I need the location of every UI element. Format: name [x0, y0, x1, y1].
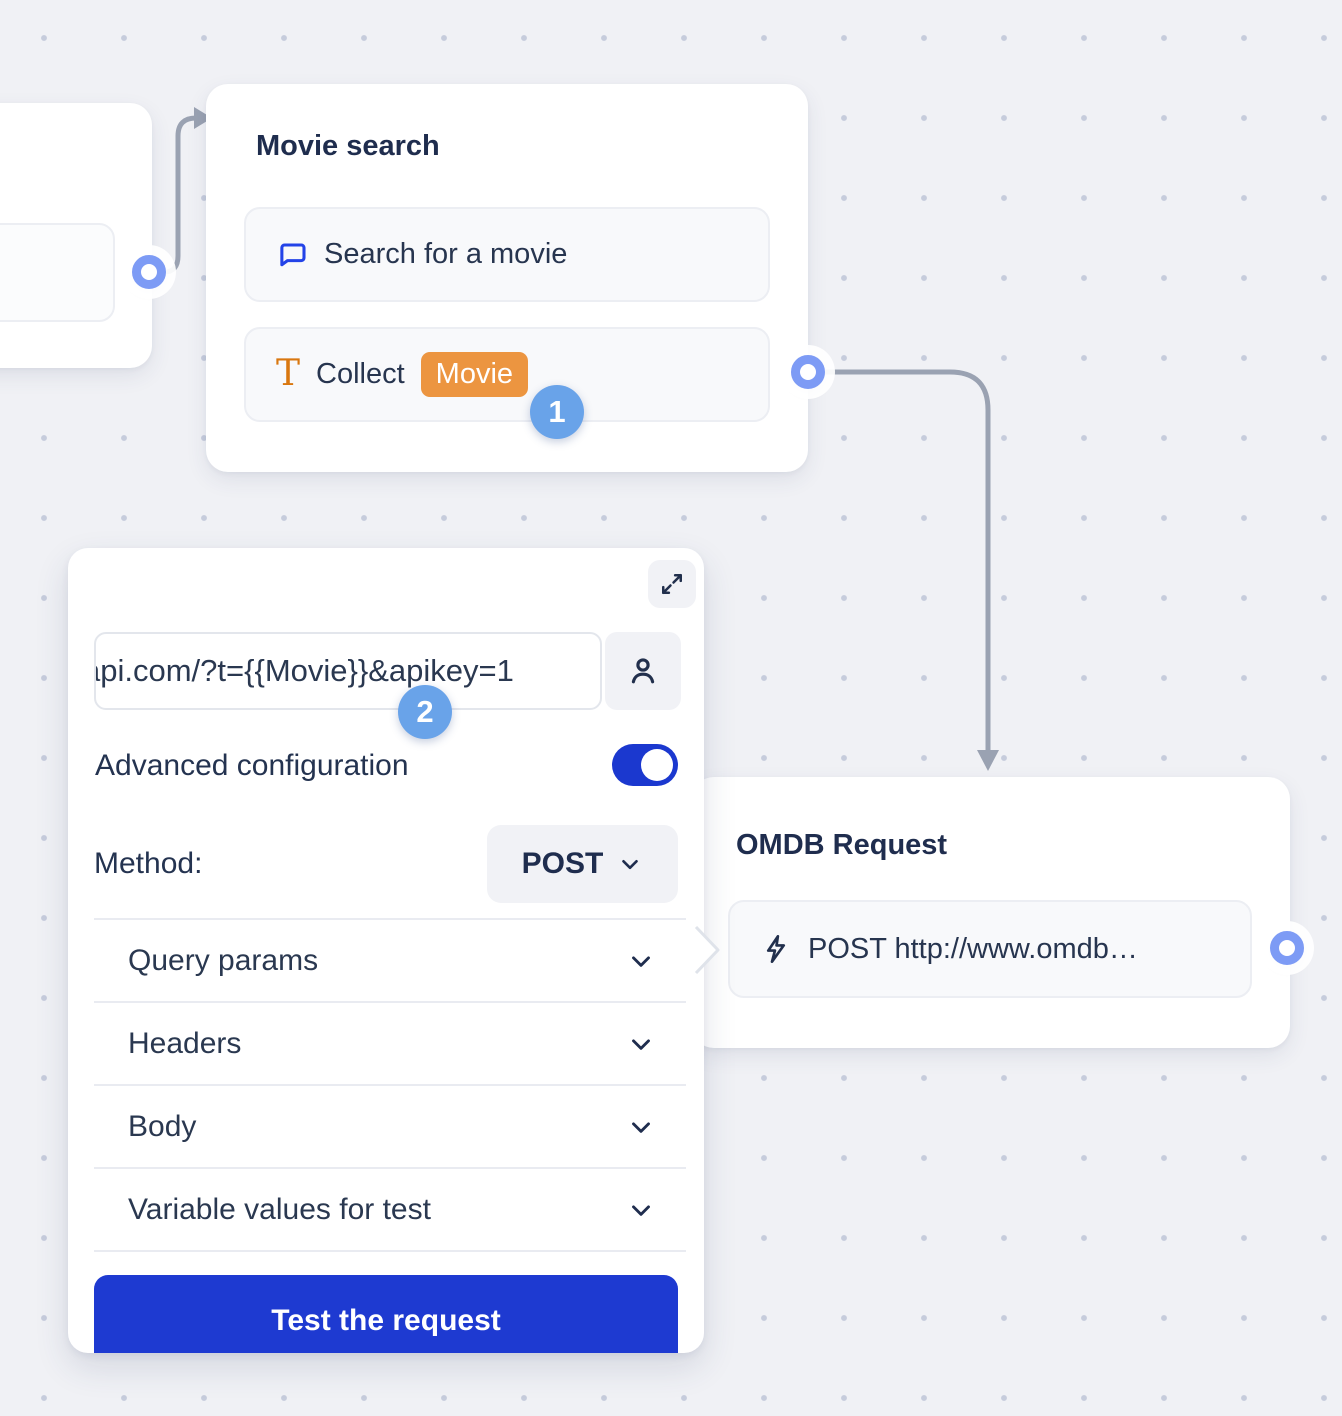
section-label: Body [128, 1109, 197, 1143]
expand-icon [657, 569, 687, 599]
test-request-button[interactable]: Test the request [94, 1275, 678, 1353]
method-value: POST [521, 847, 604, 880]
node-title: Movie search [256, 130, 440, 162]
chevron-down-icon [626, 1112, 656, 1142]
advanced-configuration-row: Advanced configuration [95, 740, 678, 792]
output-port[interactable] [1270, 931, 1304, 965]
section-variable-values[interactable]: Variable values for test [94, 1167, 686, 1250]
request-config-panel: api.com/?t={{Movie}}&apikey=1 Advanced c… [68, 548, 704, 1353]
lightning-icon [760, 933, 792, 965]
node-title: OMDB Request [736, 829, 948, 861]
step-badge-1: 1 [530, 385, 584, 439]
movie-search-node[interactable]: Movie search Search for a movie T Collec… [206, 84, 808, 472]
person-button[interactable] [605, 632, 681, 710]
url-input[interactable]: api.com/?t={{Movie}}&apikey=1 [94, 632, 602, 710]
omdb-request-node[interactable]: OMDB Request POST http://www.omdb… [692, 777, 1290, 1048]
chevron-down-icon [617, 851, 643, 877]
node-row-label: POST http://www.omdb… [808, 932, 1138, 965]
section-headers[interactable]: Headers [94, 1001, 686, 1084]
chat-bubble-icon [276, 239, 308, 271]
output-port[interactable] [132, 255, 166, 289]
node-row-collect[interactable]: T Collect Movie [244, 327, 770, 422]
step-badge-2: 2 [398, 685, 452, 739]
node-row-label: Search for a movie [324, 238, 568, 270]
advanced-configuration-toggle[interactable] [612, 744, 678, 786]
section-label: Headers [128, 1026, 242, 1060]
toggle-knob [641, 749, 673, 781]
person-icon [625, 653, 661, 689]
expand-button[interactable] [648, 560, 696, 608]
chevron-down-icon [626, 946, 656, 976]
config-sections: Query params Headers Body Variable value… [94, 918, 686, 1252]
node-row-request[interactable]: POST http://www.omdb… [728, 900, 1252, 998]
section-label: Variable values for test [128, 1192, 431, 1226]
method-row: Method: POST [94, 825, 678, 903]
text-input-icon: T [276, 352, 301, 394]
url-input-value: api.com/?t={{Movie}}&apikey=1 [94, 653, 514, 688]
section-body[interactable]: Body [94, 1084, 686, 1167]
arrowhead-down-icon [977, 750, 999, 771]
advanced-configuration-label: Advanced configuration [95, 749, 409, 782]
partial-node-row[interactable] [0, 223, 115, 322]
section-query-params[interactable]: Query params [94, 918, 686, 1001]
chevron-down-icon [626, 1195, 656, 1225]
section-label: Query params [128, 943, 319, 977]
partial-node-card[interactable] [0, 103, 152, 368]
chevron-down-icon [626, 1029, 656, 1059]
variable-chip: Movie [420, 352, 529, 397]
node-row-label: Collect [316, 358, 405, 390]
node-row-search[interactable]: Search for a movie [244, 207, 770, 302]
method-label: Method: [94, 847, 203, 880]
method-dropdown[interactable]: POST [487, 825, 678, 903]
output-port[interactable] [791, 355, 825, 389]
